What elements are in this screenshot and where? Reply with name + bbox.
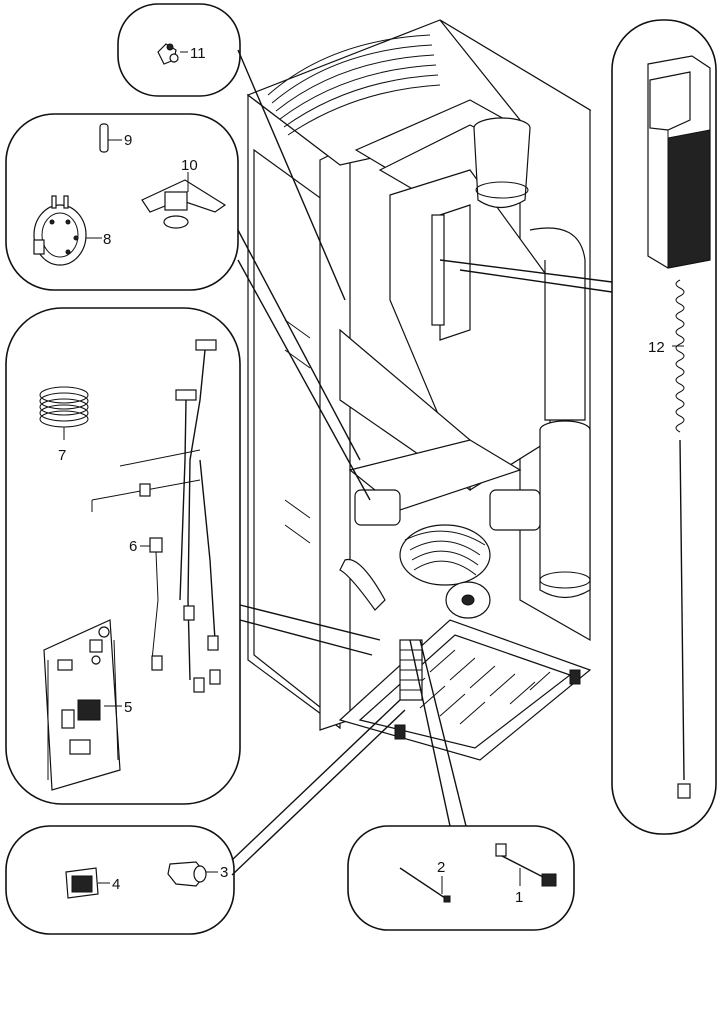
part-8 bbox=[33, 195, 87, 266]
leader-lines bbox=[231, 49, 613, 876]
callout-label-8: 8 bbox=[103, 231, 111, 248]
part-10 bbox=[141, 179, 227, 229]
callout-label-1: 1 bbox=[515, 889, 523, 906]
part-4 bbox=[65, 867, 99, 899]
part-wiring-harness bbox=[91, 339, 221, 693]
part-5-control-board bbox=[43, 619, 121, 791]
part-9 bbox=[99, 123, 109, 153]
callout-label-12: 12 bbox=[648, 339, 665, 356]
callout-label-3: 3 bbox=[220, 864, 228, 881]
callout-box-11 bbox=[117, 3, 241, 97]
callout-label-11: 11 bbox=[190, 45, 206, 62]
callout-label-7: 7 bbox=[58, 447, 66, 464]
callout-label-9: 9 bbox=[124, 132, 132, 149]
callout-label-4: 4 bbox=[112, 876, 120, 893]
part-2 bbox=[399, 867, 451, 903]
stove-body bbox=[246, 19, 592, 761]
callout-label-5: 5 bbox=[124, 699, 132, 716]
part-12 bbox=[647, 55, 711, 799]
part-6 bbox=[149, 537, 163, 671]
part-1 bbox=[495, 843, 557, 887]
callout-label-6: 6 bbox=[129, 538, 137, 555]
callout-label-10: 10 bbox=[181, 157, 198, 174]
callout-box-5-6-7 bbox=[5, 307, 241, 805]
callout-box-1-2 bbox=[347, 825, 575, 931]
part-7 bbox=[39, 386, 89, 440]
callout-label-2: 2 bbox=[437, 859, 445, 876]
callout-box-3-4 bbox=[5, 825, 235, 935]
part-11 bbox=[157, 43, 179, 65]
part-3 bbox=[167, 861, 207, 887]
